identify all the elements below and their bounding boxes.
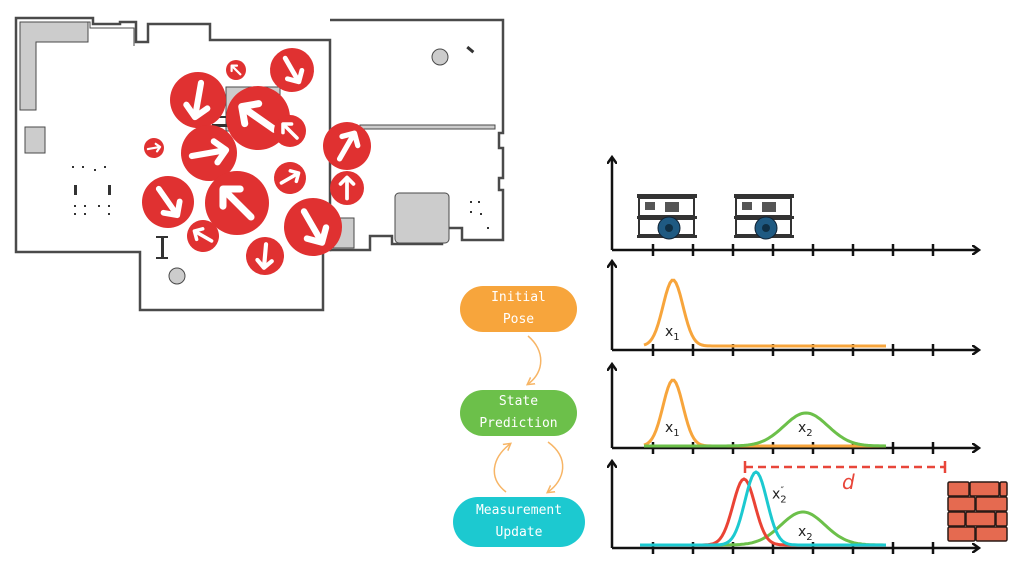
particle-arrow-icon	[226, 86, 290, 150]
label-x1-initial: x1	[665, 324, 680, 343]
arrow-prediction-to-update	[548, 441, 564, 492]
brick	[975, 496, 1008, 512]
curve-x2-prediction	[644, 411, 887, 448]
particle-arrow-icon	[270, 48, 314, 92]
particle-arrow-icon	[144, 138, 164, 158]
curve-update-cyan	[640, 470, 886, 547]
robot-icon	[734, 194, 794, 240]
brick-wall-icon	[947, 481, 1008, 542]
brick	[975, 526, 1008, 542]
label-x2-prediction: x2	[798, 420, 813, 439]
axis-panel-4	[612, 462, 978, 554]
flowchart-arrows	[493, 335, 564, 493]
robot-icon	[637, 194, 697, 240]
curve-x1-prediction	[643, 378, 886, 448]
particle-arrow-icon	[274, 162, 306, 194]
brick	[965, 511, 996, 527]
brick	[969, 481, 1000, 497]
particle-arrow-icon	[274, 115, 306, 147]
brick	[999, 481, 1008, 497]
particle-arrow-icon	[330, 171, 364, 205]
particle-arrow-icon	[226, 60, 246, 80]
brick	[995, 511, 1008, 527]
particle-arrow-icon	[246, 237, 284, 275]
distance-marker	[743, 461, 947, 473]
particle-arrow-icon	[187, 220, 219, 252]
particle-arrow-icon	[181, 125, 237, 181]
particle-arrow-icon	[323, 122, 371, 170]
measurement-update-node: Measurement Update	[453, 497, 585, 547]
brick	[947, 511, 966, 527]
brick	[947, 526, 976, 542]
belief-curves	[640, 278, 887, 547]
state-prediction-node: State Prediction	[460, 390, 577, 436]
particle-arrow-icon	[284, 198, 342, 256]
distance-label: d	[842, 470, 855, 494]
particle-arrow-icon	[205, 171, 269, 235]
arrow-update-to-prediction	[493, 444, 510, 493]
label-x1-prediction: x1	[665, 420, 680, 439]
axis-panel-3	[612, 365, 978, 454]
axis-panel-1	[612, 158, 978, 256]
particle-set	[142, 48, 371, 275]
curve-x2-update-green	[644, 510, 886, 547]
initial-pose-node: Initial Pose	[460, 286, 577, 332]
curve-x1-initial	[643, 278, 886, 348]
particle-arrow-icon	[142, 176, 194, 228]
label-x2-updated: x2″	[772, 486, 787, 506]
particle-arrow-icon	[170, 72, 226, 128]
label-x2-update: x2	[798, 524, 813, 543]
brick	[947, 481, 970, 497]
plot-axes	[612, 158, 978, 554]
arrow-init-to-prediction	[528, 335, 542, 384]
brick	[947, 496, 976, 512]
occupancy-map	[14, 16, 505, 312]
robot-panel	[637, 194, 794, 240]
